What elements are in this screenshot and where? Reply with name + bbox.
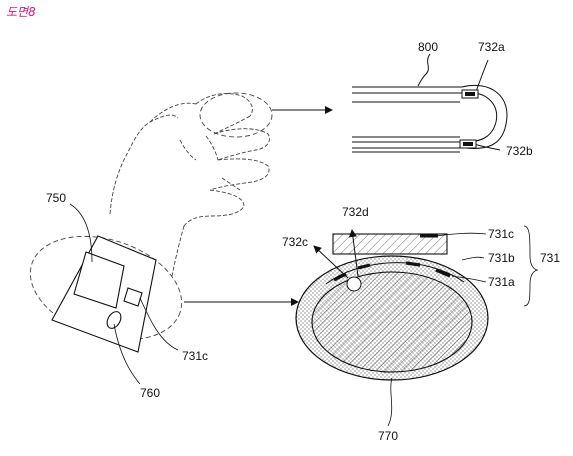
label-732d: 732d	[342, 205, 369, 219]
label-731: 731	[540, 251, 560, 265]
label-732a: 732a	[478, 40, 505, 54]
label-731a: 731a	[488, 275, 515, 289]
device-button-760	[106, 311, 122, 329]
fingertip-highlight	[199, 92, 273, 138]
hand-outline	[109, 93, 270, 277]
wearable-device	[51, 235, 157, 353]
device-leaders	[69, 203, 179, 385]
label-770: 770	[378, 429, 398, 443]
strip-pads	[333, 261, 451, 282]
finger-sensor-732a	[461, 89, 479, 99]
label-800: 800	[418, 40, 438, 54]
label-750: 750	[46, 191, 66, 205]
label-731c: 731c	[488, 227, 514, 241]
figure-title: 도면8	[6, 5, 36, 19]
label-732c: 732c	[282, 235, 308, 249]
device-sensor-731c	[123, 287, 143, 307]
pad-731c	[332, 233, 448, 255]
finger-detail	[352, 53, 508, 153]
wrist-inner-body	[311, 271, 473, 373]
label-760: 760	[140, 386, 160, 400]
device-screen	[73, 251, 125, 309]
blood-vessel	[346, 276, 362, 292]
label-732b: 732b	[506, 144, 533, 158]
arrow-732c	[313, 245, 349, 279]
arrow-732d	[348, 229, 359, 277]
section-leaders	[387, 225, 539, 427]
label-731c-hand: 731c	[182, 349, 208, 363]
finger-sensor-732b	[459, 139, 477, 149]
label-731b: 731b	[488, 251, 515, 265]
